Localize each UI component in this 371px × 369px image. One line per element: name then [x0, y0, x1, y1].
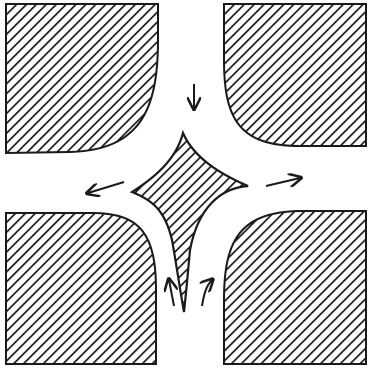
- bottom-left-hatched-block: [6, 213, 156, 364]
- top-right-hatched-block: [224, 4, 366, 146]
- bottom-right-hatched-block: [224, 211, 366, 364]
